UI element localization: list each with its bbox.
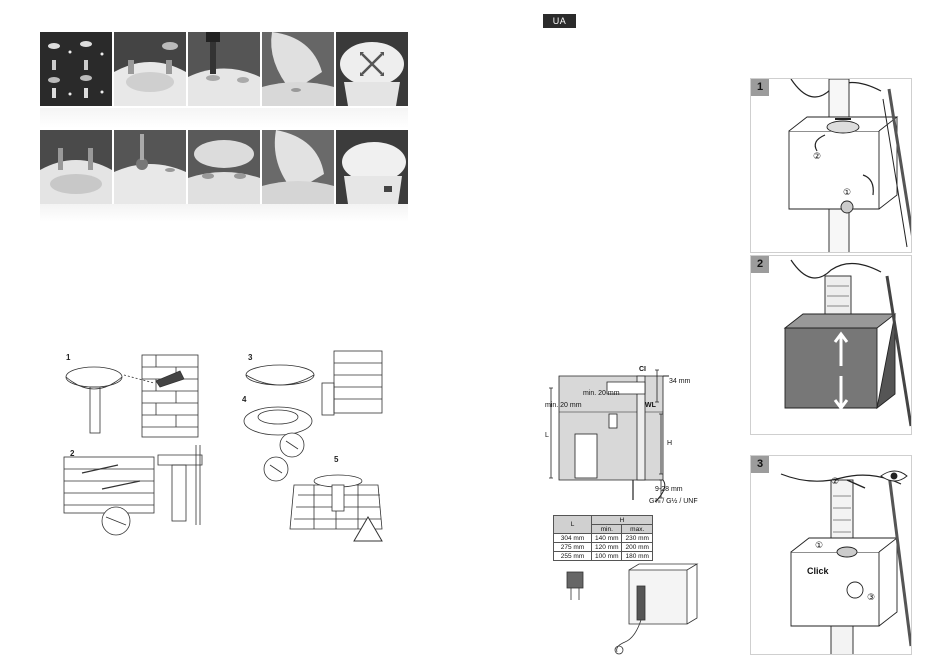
dim-label-min-float: min. 20 mm xyxy=(583,390,620,397)
panel-1-callout-2: ② xyxy=(813,152,821,162)
panel-3-click-label: Click xyxy=(807,566,829,576)
table-cell-l: 304 mm xyxy=(554,534,592,543)
table-cell-l: 275 mm xyxy=(554,543,592,552)
panel-3-callout-1: ① xyxy=(815,541,823,551)
table-row: 275 mm 120 mm 200 mm xyxy=(554,543,653,552)
valve-drawing-step-1: ② ① xyxy=(751,79,912,253)
toilet-seat-photo-steps xyxy=(40,32,408,222)
right-page: UA ② ① 1 xyxy=(475,0,950,655)
table-subheader-max: max. xyxy=(622,525,652,534)
dim-label-top-gap: 34 mm xyxy=(669,378,690,385)
valve-drawing-step-2 xyxy=(751,256,912,435)
cistern-dimension-diagram: CI 34 mm min. 20 mm min. 20 mm WL L H 9-… xyxy=(545,362,710,512)
table-header-l: L xyxy=(554,516,592,534)
photo-row2-finished xyxy=(336,130,408,204)
valve-connection-drawing xyxy=(555,560,700,655)
photo-row2-bowl xyxy=(40,130,112,204)
table-cell-max: 230 mm xyxy=(622,534,652,543)
dim-label-ci: CI xyxy=(639,366,646,373)
photo-row2-seat-lower xyxy=(262,130,334,204)
dim-label-bottom-gap: 9-28 mm xyxy=(655,486,683,493)
panel-3-callout-2: ② xyxy=(831,477,839,487)
valve-drawing-step-3: ② ① ③ xyxy=(751,456,912,655)
washbasin-line-drawings xyxy=(58,345,388,545)
step-panel-3: ② ① ③ Click 3 xyxy=(750,455,912,655)
table-cell-max: 200 mm xyxy=(622,543,652,552)
table-cell-min: 120 mm xyxy=(592,543,622,552)
panel-3-callout-3: ③ xyxy=(867,593,875,603)
panel-1-number: 1 xyxy=(751,79,769,96)
panel-1-callout-1: ① xyxy=(843,188,851,198)
step-panel-1: ② ① 1 xyxy=(750,78,912,253)
table-subheader-min: min. xyxy=(592,525,622,534)
dim-label-min-side: min. 20 mm xyxy=(545,402,582,409)
table-header-h: H xyxy=(592,516,653,525)
dimension-table: L H min. max. 304 mm 140 mm 230 mm 275 m… xyxy=(553,515,653,561)
photo-bottom-fade xyxy=(40,204,408,222)
photo-row2-seat-align xyxy=(188,130,260,204)
dim-label-h: H xyxy=(667,440,672,447)
language-badge: UA xyxy=(543,14,576,28)
table-row: 304 mm 140 mm 230 mm xyxy=(554,534,653,543)
valve-connection-thumbnail xyxy=(555,560,700,655)
panel-3-number: 3 xyxy=(751,456,769,473)
left-page: 1 2 3 4 5 xyxy=(0,0,475,655)
dim-label-wl: WL xyxy=(645,402,656,409)
dim-label-thread: G⅜ / G½ / UNF xyxy=(649,498,698,505)
table-cell-min: 140 mm xyxy=(592,534,622,543)
washbasin-installation-steps: 1 2 3 4 5 xyxy=(58,345,388,545)
photo-row2-hinge-insert xyxy=(114,130,186,204)
dim-label-l: L xyxy=(545,432,549,439)
panel-2-number: 2 xyxy=(751,256,769,273)
step-panel-2: 2 xyxy=(750,255,912,435)
